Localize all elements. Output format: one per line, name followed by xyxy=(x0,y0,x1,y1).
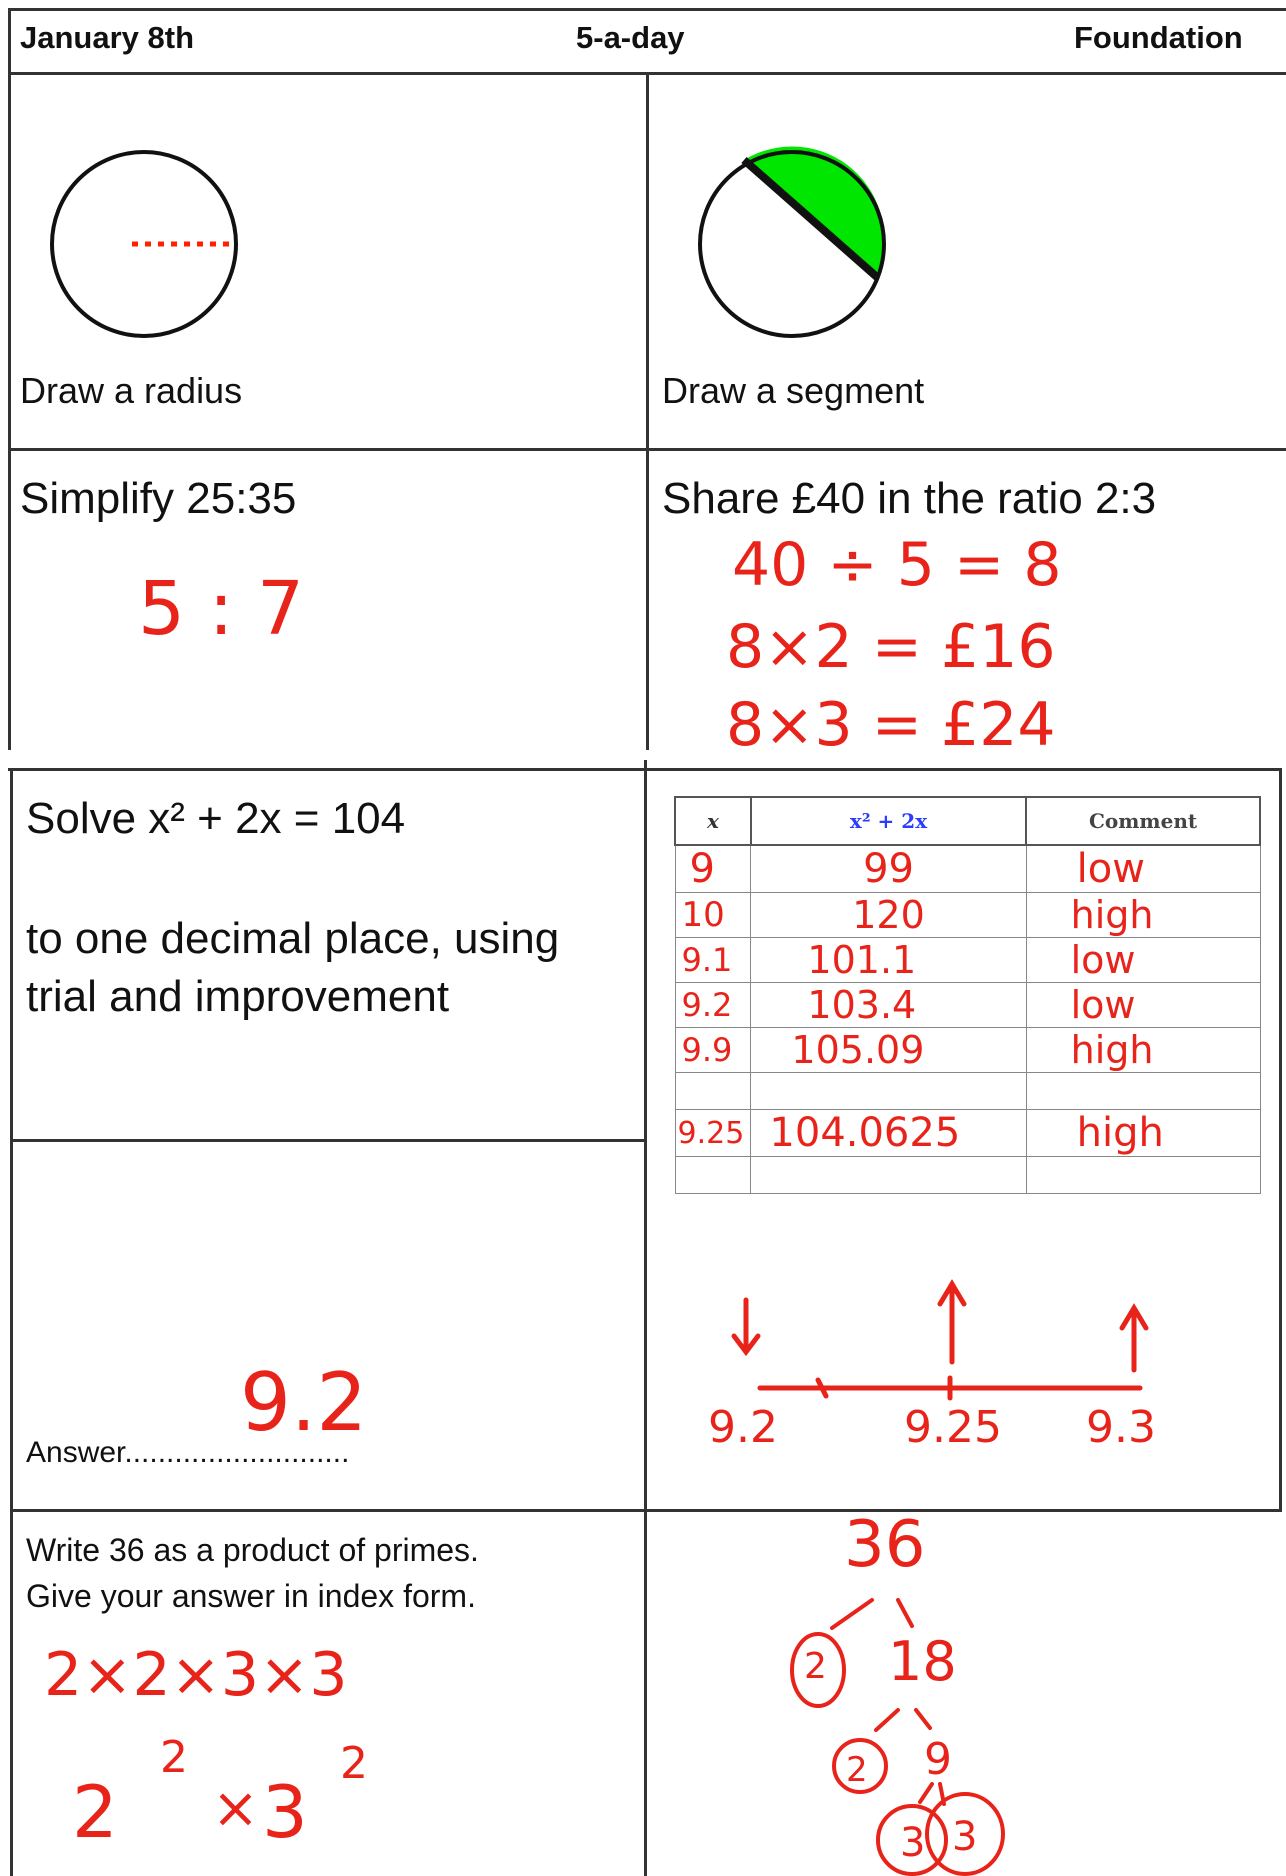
cell-x-text: 9.2 xyxy=(681,986,733,1024)
right-border-bottom xyxy=(1279,768,1282,1510)
q6-work-line-1: 2×2×3×3 xyxy=(44,1640,348,1710)
q4-work-line-2: 8×2 = £16 xyxy=(726,612,1056,682)
q6-index-base-2: 3 xyxy=(262,1770,308,1854)
cell-value-text: 105.09 xyxy=(791,1028,925,1072)
cell-x-text: 9.9 xyxy=(681,1031,733,1069)
cell-x: 9 xyxy=(674,844,752,893)
cell-x-text: 9.1 xyxy=(681,941,733,979)
cell-comment-text: high xyxy=(1070,1028,1154,1072)
table-row: 10 120 high xyxy=(674,892,1261,938)
cell-comment-text: low xyxy=(1070,938,1136,982)
q5-question-line-1: Solve x² + 2x = 104 xyxy=(26,794,406,843)
cell-value: 105.09 xyxy=(750,1027,1027,1073)
table-row-spacer xyxy=(674,1156,1261,1194)
cell-x: 9.1 xyxy=(674,937,752,983)
cell-x-text: 10 xyxy=(681,895,725,935)
header-date: January 8th xyxy=(20,20,195,55)
cell-x: 10 xyxy=(674,892,752,938)
cell-comment-text: high xyxy=(1076,1110,1164,1156)
q4-work-line-3: 8×3 = £24 xyxy=(726,690,1056,760)
cell-comment: low xyxy=(1025,982,1261,1028)
cell-comment: low xyxy=(1025,937,1261,983)
table-row: 9.2 103.4 low xyxy=(674,982,1261,1028)
q6-index-times: × xyxy=(212,1776,259,1841)
header-title: 5-a-day xyxy=(576,20,685,55)
cell-value-text: 104.0625 xyxy=(769,1110,961,1156)
q5-question-line-2: to one decimal place, using xyxy=(26,914,560,963)
q1-label: Draw a radius xyxy=(20,370,243,411)
cell-comment-text: low xyxy=(1070,983,1136,1027)
table-row: 9.25 104.0625 high xyxy=(674,1109,1261,1157)
q2-label: Draw a segment xyxy=(662,370,925,411)
middle-divider-bottom xyxy=(644,760,647,1876)
factor-tree-lines xyxy=(790,1598,1005,1876)
top-border xyxy=(8,8,1286,11)
number-line-label-3: 9.3 xyxy=(1086,1402,1156,1453)
row1-bottom-border xyxy=(8,448,1286,451)
cell-comment: low xyxy=(1025,844,1261,893)
cell-value: 101.1 xyxy=(750,937,1027,983)
tree-node-2a: 2 xyxy=(804,1646,827,1687)
row4-bottom-border xyxy=(10,1509,1282,1512)
cell-x: 9.9 xyxy=(674,1027,752,1073)
cell-comment-text: low xyxy=(1076,846,1145,892)
q5-answer-label: Answer........................... xyxy=(26,1436,350,1469)
cell-x: 9.25 xyxy=(674,1109,752,1157)
number-line-diagram xyxy=(731,1279,1149,1401)
cell-value-text: 99 xyxy=(863,846,914,892)
cell-value: 104.0625 xyxy=(750,1109,1027,1157)
trial-improvement-table: x x² + 2x Comment 9 99 low 10 120 high 9… xyxy=(674,796,1261,1194)
cell-x-text: 9 xyxy=(689,846,715,892)
table-row: 9 99 low xyxy=(674,844,1261,893)
cell-value: 120 xyxy=(750,892,1027,938)
tree-node-2b: 2 xyxy=(846,1750,868,1790)
q6-index-exp-1: 2 xyxy=(160,1732,188,1783)
table-row-spacer xyxy=(674,1072,1261,1110)
cell-comment: high xyxy=(1025,892,1261,938)
tree-node-18: 18 xyxy=(888,1630,957,1693)
table-row: 9.9 105.09 high xyxy=(674,1027,1261,1073)
q5-answer: 9.2 xyxy=(240,1356,368,1449)
cell-comment: high xyxy=(1025,1109,1261,1157)
middle-divider-top xyxy=(646,72,649,750)
cell-value: 103.4 xyxy=(750,982,1027,1028)
tree-node-36: 36 xyxy=(844,1508,926,1582)
cell-value-text: 120 xyxy=(852,893,925,937)
cell-comment: high xyxy=(1025,1027,1261,1073)
cell-value: 99 xyxy=(750,844,1027,893)
q3-answer: 5 : 7 xyxy=(138,566,305,652)
q3-question: Simplify 25:35 xyxy=(20,474,297,523)
q6-question-line-1: Write 36 as a product of primes. xyxy=(26,1532,479,1568)
q4-question: Share £40 in the ratio 2:3 xyxy=(662,474,1157,523)
table-header-x: x xyxy=(674,796,752,846)
table-header-comment: Comment xyxy=(1025,796,1261,846)
left-border-bottom xyxy=(10,768,13,1876)
header-level: Foundation xyxy=(1074,20,1243,55)
q6-index-base-1: 2 xyxy=(72,1770,118,1854)
number-line-label-2: 9.25 xyxy=(904,1402,1002,1453)
table-header-expression: x² + 2x xyxy=(749,796,1028,846)
cell-x: 9.2 xyxy=(674,982,752,1028)
cell-value-text: 101.1 xyxy=(807,938,917,982)
table-row: 9.1 101.1 low xyxy=(674,937,1261,983)
q5-question-line-3: trial and improvement xyxy=(26,972,450,1021)
cell-x-text: 9.25 xyxy=(677,1115,745,1151)
cell-comment-text: high xyxy=(1070,893,1154,937)
q6-index-exp-2: 2 xyxy=(340,1738,368,1789)
tree-node-3a: 3 xyxy=(900,1820,926,1866)
q5-answer-divider xyxy=(10,1139,644,1142)
tree-node-9: 9 xyxy=(924,1734,952,1785)
tree-node-3b: 3 xyxy=(952,1814,978,1860)
number-line-label-1: 9.2 xyxy=(708,1402,778,1453)
cell-value-text: 103.4 xyxy=(807,983,917,1027)
circle-segment-diagram xyxy=(698,146,886,338)
q6-question-line-2: Give your answer in index form. xyxy=(26,1578,476,1614)
q4-work-line-1: 40 ÷ 5 = 8 xyxy=(732,530,1062,600)
left-border-top xyxy=(8,8,11,750)
circle-radius-diagram xyxy=(50,150,238,338)
